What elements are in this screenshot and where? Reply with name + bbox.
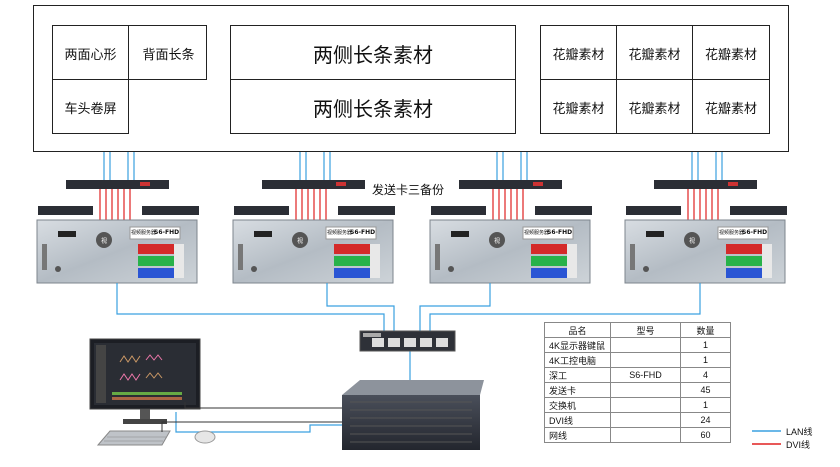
label-petal-3: 花瓣素材	[704, 47, 757, 63]
bom-cell-name: 4K显示器键鼠	[544, 337, 611, 353]
label-petal-6: 花瓣素材	[704, 101, 757, 117]
server-model-1: S6-FHD	[154, 229, 180, 236]
legend-lan-label: LAN线	[786, 427, 813, 437]
table-row: 4K显示器键鼠 1	[544, 337, 731, 353]
panel-back-strip	[128, 25, 207, 80]
keyboard-mouse	[96, 430, 216, 446]
bom-header-name: 品名	[544, 322, 611, 338]
label-side-strip-top: 两侧长条素材	[313, 42, 433, 67]
bom-cell-name: 4K工控电脑	[544, 352, 611, 368]
table-row: 4K工控电脑 1	[544, 352, 731, 368]
server-group-1: 视	[36, 180, 199, 284]
monitor	[89, 338, 201, 424]
table-row: 交换机 1	[544, 397, 731, 413]
server-model-2: S6-FHD	[350, 229, 376, 236]
table-row: 网线 60	[544, 427, 731, 443]
label-two-sided-heart: 两面心形	[64, 47, 117, 63]
bom-cell-model	[610, 352, 681, 368]
table-row: 发送卡 45	[544, 382, 731, 398]
bom-cell-qty: 1	[680, 397, 731, 413]
panel-petal-6	[692, 79, 770, 134]
bom-cell-name: 交换机	[544, 397, 611, 413]
bom-cell-qty: 4	[680, 367, 731, 383]
bom-cell-name: 网线	[544, 427, 611, 443]
panel-petal-5	[616, 79, 693, 134]
server-group-2: 视	[232, 180, 395, 284]
panel-petal-2	[616, 25, 693, 80]
bom-cell-qty: 60	[680, 427, 731, 443]
bom-cell-model	[610, 337, 681, 353]
left-panel-group	[52, 25, 207, 134]
server-brand-2: 视频服务器	[327, 230, 353, 236]
server-model-3: S6-FHD	[547, 229, 573, 236]
bom-cell-qty: 45	[680, 382, 731, 398]
bom-cell-model	[610, 412, 681, 428]
server-group-3: 视	[429, 180, 592, 284]
server-brand-3: 视频服务器	[524, 230, 550, 236]
bom-cell-model: S6-FHD	[610, 367, 681, 383]
bom-cell-qty: 1	[680, 337, 731, 353]
bom-cell-model	[610, 427, 681, 443]
sending-card-caption: 发送卡三备份	[372, 183, 445, 197]
legend-dvi-label: DVI线	[786, 440, 811, 450]
bom-cell-name: 深工	[544, 367, 611, 383]
label-petal-4: 花瓣素材	[552, 101, 605, 117]
svg-text:视: 视	[101, 237, 107, 245]
svg-text:视: 视	[689, 237, 695, 245]
panel-side-strip-top	[230, 25, 516, 80]
server-groups: 视 视 视	[36, 180, 787, 284]
label-side-strip-bottom: 两侧长条素材	[313, 96, 433, 121]
table-row: DVI线 24	[544, 412, 731, 428]
label-petal-2: 花瓣素材	[628, 47, 681, 63]
label-front-scroll: 车头卷屏	[64, 101, 117, 117]
bom-cell-qty: 24	[680, 412, 731, 428]
panel-side-strip-bottom	[230, 79, 516, 134]
lan-lines-upper	[103, 152, 723, 181]
lan-lines-switch	[116, 283, 701, 433]
bom-header-model: 型号	[610, 322, 681, 338]
panel-petal-3	[692, 25, 770, 80]
svg-text:视: 视	[494, 237, 500, 245]
bom-cell-model	[610, 382, 681, 398]
panel-petal-4	[540, 79, 617, 134]
server-brand-1: 视频服务器	[131, 230, 157, 236]
label-back-strip: 背面长条	[142, 47, 195, 63]
bom-cell-model	[610, 397, 681, 413]
network-switch	[359, 330, 456, 352]
bom-cell-name: DVI线	[544, 412, 611, 428]
server-model-4: S6-FHD	[742, 229, 768, 236]
bom-cell-qty: 1	[680, 352, 731, 368]
svg-text:视: 视	[297, 237, 303, 245]
panel-petal-1	[540, 25, 617, 80]
server-group-4: 视	[624, 180, 787, 284]
industrial-pc	[342, 380, 484, 450]
label-petal-1: 花瓣素材	[552, 47, 605, 63]
server-brand-4: 视频服务器	[719, 230, 745, 236]
label-petal-5: 花瓣素材	[628, 101, 681, 117]
dvi-lines-pc	[161, 402, 342, 432]
bom-header-row: 品名 型号 数量	[544, 322, 731, 338]
panel-front-scroll	[52, 79, 129, 134]
bom-cell-name: 发送卡	[544, 382, 611, 398]
bom-header-qty: 数量	[680, 322, 731, 338]
